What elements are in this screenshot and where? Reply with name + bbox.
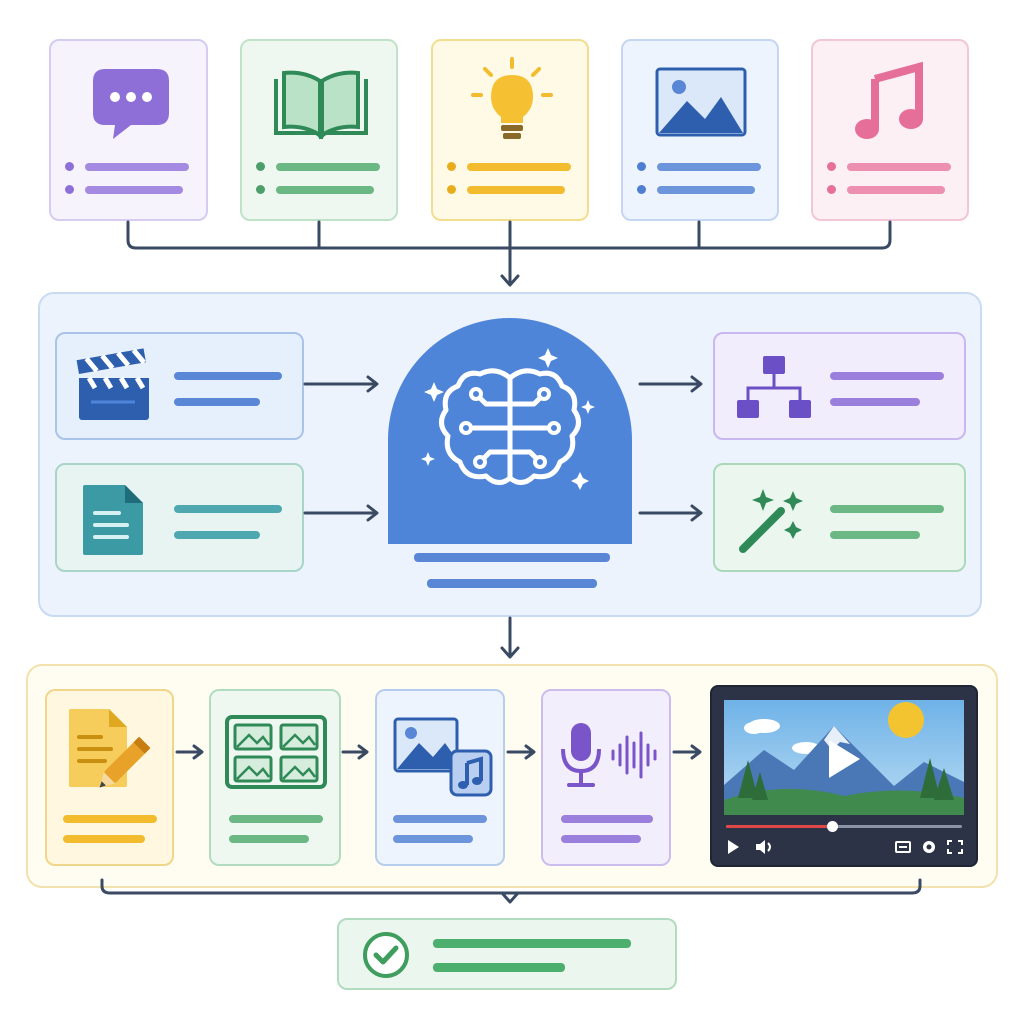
brain-core [388, 318, 632, 544]
bullet-dot [827, 162, 836, 171]
text-line [229, 835, 309, 843]
text-line [63, 815, 157, 823]
microphone-waveform-icon [561, 723, 657, 787]
check-circle-icon [363, 932, 409, 978]
hierarchy-icon [737, 356, 811, 418]
sparkle-icon [538, 348, 558, 368]
text-line [427, 579, 597, 588]
text-line [174, 505, 282, 513]
text-line [63, 835, 145, 843]
text-line [830, 531, 920, 539]
text-line [85, 186, 183, 194]
document-input-card[interactable] [55, 463, 304, 572]
settings-icon [923, 841, 935, 853]
generate-output-card[interactable] [713, 463, 966, 572]
text-line [229, 815, 323, 823]
bullet-dot [637, 185, 646, 194]
image-icon [655, 67, 747, 137]
text-line [276, 186, 374, 194]
player-controls [728, 840, 963, 854]
text-line [847, 186, 945, 194]
pipeline-step-assets[interactable] [375, 689, 505, 866]
bullet-dot [65, 185, 74, 194]
image-music-icon [393, 717, 493, 797]
text-line [85, 163, 189, 171]
text-line [174, 398, 260, 406]
sparkle-icon [424, 382, 444, 402]
bullet-dot [447, 162, 456, 171]
play-icon [728, 840, 739, 854]
text-line [657, 163, 761, 171]
chat-bubble-icon [93, 69, 169, 139]
text-line [830, 372, 944, 380]
text-line [467, 163, 571, 171]
text-line [561, 835, 641, 843]
pipeline-step-voice[interactable] [541, 689, 671, 866]
input-card-book[interactable] [240, 39, 398, 221]
text-line [830, 505, 944, 513]
sparkle-icon [581, 400, 595, 414]
video-thumbnail [724, 700, 964, 815]
bullet-dot [256, 185, 265, 194]
text-line [393, 835, 473, 843]
pipeline-arrows [175, 744, 702, 760]
bullet-dot [637, 162, 646, 171]
bullet-dot [827, 185, 836, 194]
play-overlay-icon [829, 740, 860, 778]
input-card-image[interactable] [621, 39, 779, 221]
text-line [414, 553, 610, 562]
fullscreen-icon [947, 840, 963, 854]
text-line [174, 531, 260, 539]
captions-icon [895, 841, 911, 853]
clapperboard-icon [76, 348, 149, 420]
text-line [433, 963, 565, 972]
progress-fill [726, 825, 833, 828]
document-icon [83, 485, 143, 555]
music-note-icon [855, 61, 923, 139]
text-line [830, 398, 920, 406]
sun [888, 702, 924, 738]
text-line [657, 186, 755, 194]
pipeline-step-storyboard[interactable] [209, 689, 341, 866]
result-card[interactable] [337, 918, 677, 990]
text-line [467, 186, 565, 194]
merge-connector [126, 220, 892, 287]
sparkle-icon [421, 452, 435, 466]
input-arrows [303, 375, 703, 522]
video-player[interactable] [710, 685, 978, 867]
progress-handle[interactable] [827, 821, 839, 832]
open-book-icon [274, 70, 368, 140]
input-card-music[interactable] [811, 39, 969, 221]
input-card-idea[interactable] [431, 39, 589, 221]
pipeline-step-script[interactable] [45, 689, 174, 866]
text-line [561, 815, 653, 823]
structure-output-card[interactable] [713, 332, 966, 440]
video-input-card[interactable] [55, 332, 304, 440]
storyboard-icon [225, 715, 327, 789]
magic-wand-icon [739, 489, 803, 553]
lightbulb-icon [471, 57, 553, 139]
text-line [433, 939, 631, 948]
text-line [847, 163, 951, 171]
text-line [276, 163, 380, 171]
bullet-dot [256, 162, 265, 171]
script-edit-icon [69, 709, 151, 788]
input-card-chat[interactable] [49, 39, 208, 221]
bullet-dot [447, 185, 456, 194]
text-line [393, 815, 487, 823]
sparkle-icon [571, 472, 589, 490]
text-line [174, 372, 282, 380]
bullet-dot [65, 162, 74, 171]
progress-track[interactable] [726, 821, 962, 832]
result-connector [100, 878, 922, 904]
volume-icon [756, 840, 771, 854]
down-connector [500, 616, 520, 659]
